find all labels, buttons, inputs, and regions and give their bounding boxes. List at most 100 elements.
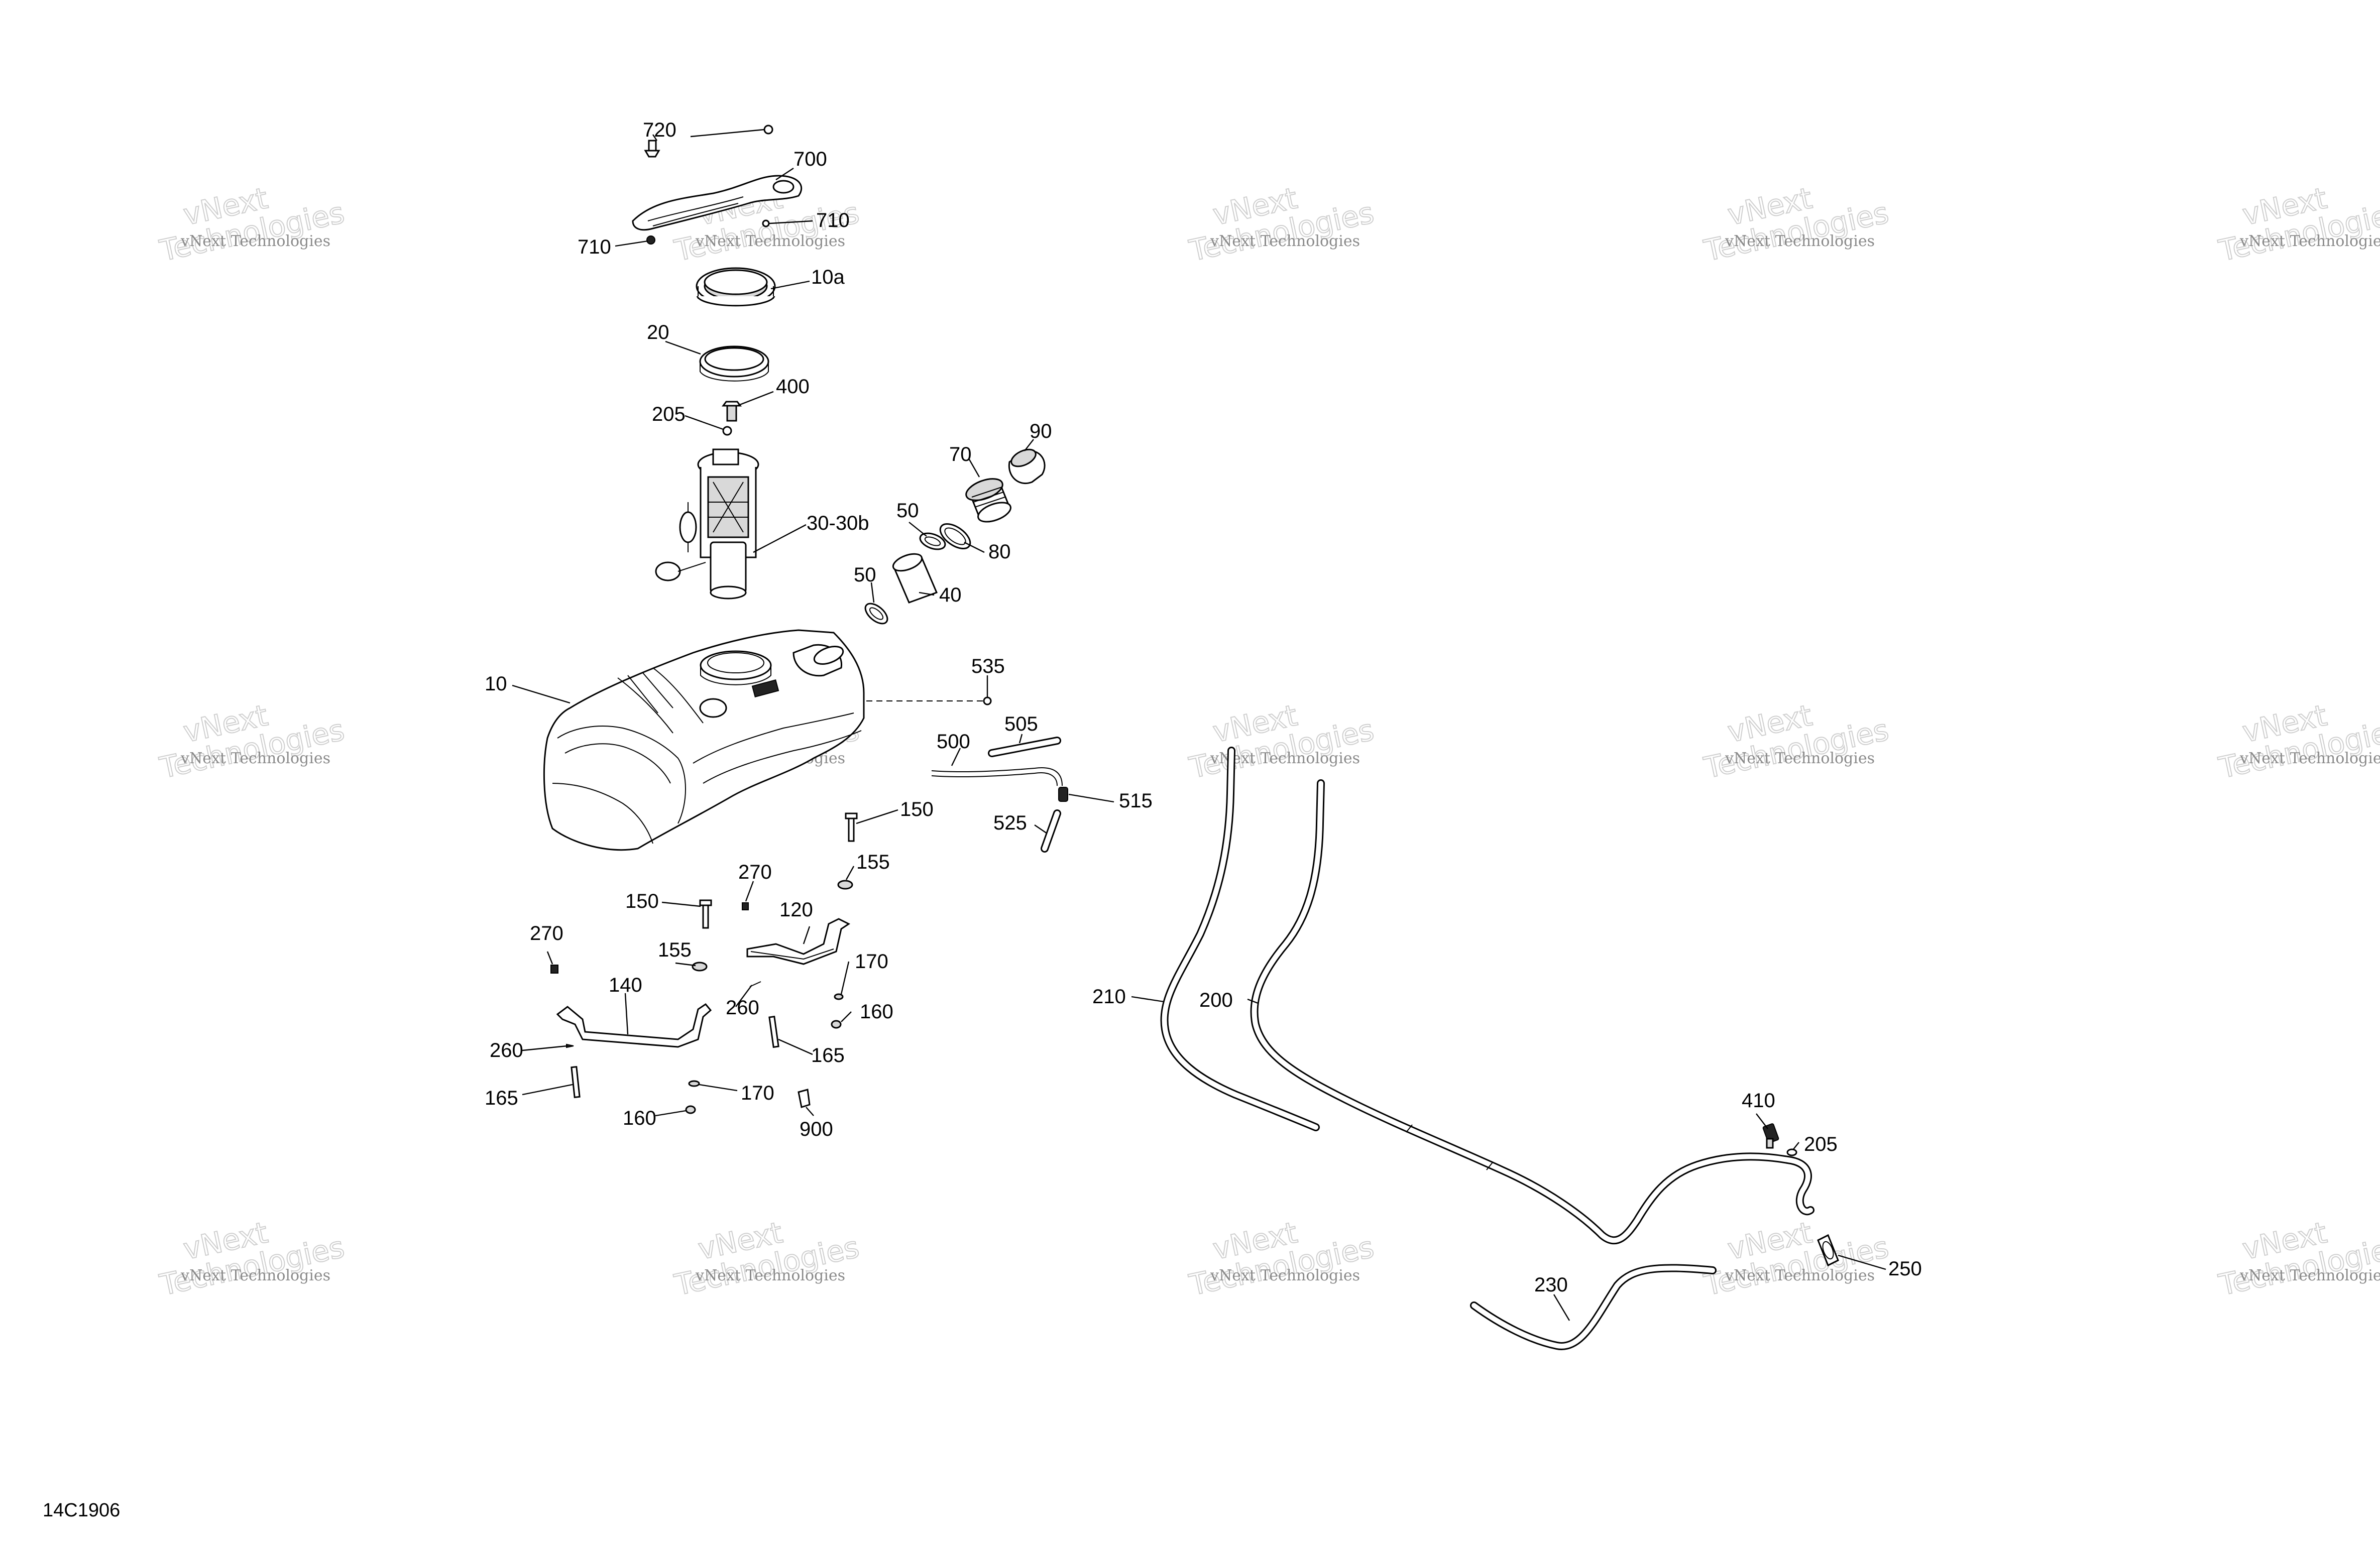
part-90-filler-cap (1008, 448, 1046, 485)
part-150-bolt (699, 899, 712, 929)
callout-40: 40 (939, 584, 962, 606)
part-150-bolt (845, 812, 858, 842)
part-160-nut (831, 1020, 842, 1029)
leader-lines (512, 129, 1886, 1321)
callout-505: 505 (1004, 713, 1038, 735)
watermark: vNext Technologies vNext Technologies (1186, 180, 1378, 268)
part-250-clamp (1817, 1234, 1839, 1267)
callout-120: 120 (779, 899, 813, 921)
part-270-nut (742, 902, 749, 910)
callout-50-upper: 50 (896, 500, 919, 522)
part-120-strap (746, 918, 850, 965)
callout-10a: 10a (811, 266, 845, 288)
part-525-hose (1041, 809, 1061, 853)
watermark: vNext Technologies vNext Technologies (2215, 697, 2380, 785)
part-50-clamp (864, 603, 888, 625)
svg-text:vNext Technologies: vNext Technologies (180, 232, 330, 250)
callout-270-center: 270 (738, 861, 772, 883)
svg-text:vNext Technologies: vNext Technologies (180, 750, 330, 767)
callout-160-upper: 160 (860, 1001, 893, 1023)
callout-230: 230 (1534, 1274, 1568, 1296)
svg-text:vNext Technologies: vNext Technologies (1210, 1267, 1360, 1284)
part-165-bolt (768, 1015, 779, 1048)
callout-210: 210 (1092, 986, 1126, 1008)
part-155-washer (837, 880, 853, 890)
watermark: vNext Technologies vNext Technologies (1186, 1215, 1378, 1302)
callout-165-left: 165 (485, 1087, 518, 1109)
svg-text:vNext Technologies: vNext Technologies (2239, 1267, 2380, 1284)
callout-150-lower: 150 (625, 890, 659, 912)
part-160-nut (685, 1105, 696, 1114)
callout-720: 720 (643, 119, 676, 141)
part-210-fuel-line (1160, 747, 1320, 1131)
part-505-hose (988, 737, 1061, 757)
svg-text:vNext Technologies: vNext Technologies (695, 232, 845, 250)
part-140-strap (556, 1003, 712, 1048)
part-50-clamp (919, 532, 946, 550)
callout-90: 90 (1030, 420, 1052, 442)
callout-515: 515 (1119, 790, 1153, 812)
svg-text:vNext Technologies: vNext Technologies (2239, 750, 2380, 767)
part-20-seal (699, 345, 769, 382)
part-170-clip (688, 1080, 700, 1087)
watermark: vNext Technologies vNext Technologies (156, 180, 348, 268)
watermark-layer: vNext Technologies vNext Technologies vN… (156, 180, 2380, 1302)
callout-710-left: 710 (578, 236, 611, 258)
svg-text:vNext Technologies: vNext Technologies (2239, 232, 2380, 250)
callout-500: 500 (937, 731, 970, 753)
callout-155-upper: 155 (856, 851, 890, 873)
part-700-bracket (632, 175, 803, 231)
watermark: vNext Technologies vNext Technologies (156, 697, 348, 785)
callout-200: 200 (1199, 989, 1233, 1011)
callout-250: 250 (1888, 1258, 1922, 1280)
callout-270-left: 270 (530, 922, 563, 944)
part-155-washer (692, 962, 708, 972)
callout-80: 80 (988, 541, 1011, 563)
part-10a-lock-ring (696, 267, 776, 307)
svg-text:vNext Technologies: vNext Technologies (1725, 1267, 1875, 1284)
drawing-code: 14C1906 (43, 1500, 120, 1521)
part-170-clip (834, 993, 844, 1000)
watermark: vNext Technologies vNext Technologies (1186, 697, 1378, 785)
callout-155-lower: 155 (658, 939, 692, 961)
part-710-grommet (646, 219, 770, 245)
part-205-clamp (1786, 1148, 1797, 1156)
part-400-fitting (722, 401, 742, 422)
callout-260-left: 260 (490, 1039, 523, 1061)
svg-text:vNext Technologies: vNext Technologies (1725, 232, 1875, 250)
part-70-filler-neck (965, 478, 1011, 523)
callout-10: 10 (485, 673, 507, 695)
part-515-valve (1058, 787, 1068, 802)
callout-700: 700 (794, 148, 827, 170)
callout-20: 20 (647, 321, 669, 343)
part-720-screw (644, 125, 773, 158)
callout-410: 410 (1742, 1090, 1775, 1112)
part-40-filler-hose (892, 553, 938, 604)
callout-525: 525 (993, 812, 1027, 834)
callout-900: 900 (800, 1118, 833, 1140)
svg-text:vNext Technologies: vNext Technologies (1725, 750, 1875, 767)
callout-150-upper: 150 (900, 798, 934, 820)
watermark: vNext Technologies vNext Technologies (1701, 180, 1892, 268)
callout-400: 400 (776, 376, 810, 398)
parts-layer (543, 125, 1839, 1350)
watermark: vNext Technologies vNext Technologies (671, 1215, 863, 1302)
watermark: vNext Technologies vNext Technologies (156, 1215, 348, 1302)
callout-205-pump: 205 (652, 403, 686, 425)
part-165-bolt (571, 1065, 581, 1099)
callout-160-lower: 160 (623, 1107, 656, 1129)
part-205-clamp (722, 426, 732, 436)
part-30-fuel-pump-module (655, 448, 759, 600)
part-270-nut (550, 965, 558, 974)
callout-205-line: 205 (1804, 1133, 1838, 1155)
callout-labels: 720 700 710 710 10a 20 400 205 30-30b 90… (485, 119, 1922, 1296)
watermark: vNext Technologies vNext Technologies (1701, 697, 1892, 785)
part-260-rivet (566, 1043, 574, 1048)
part-10-fuel-tank (543, 629, 865, 851)
watermark: vNext Technologies vNext Technologies (2215, 180, 2380, 268)
svg-text:vNext Technologies: vNext Technologies (695, 1267, 845, 1284)
callout-50-lower: 50 (854, 564, 876, 586)
callout-30-30b: 30-30b (807, 512, 869, 534)
part-900-clip (798, 1089, 811, 1108)
